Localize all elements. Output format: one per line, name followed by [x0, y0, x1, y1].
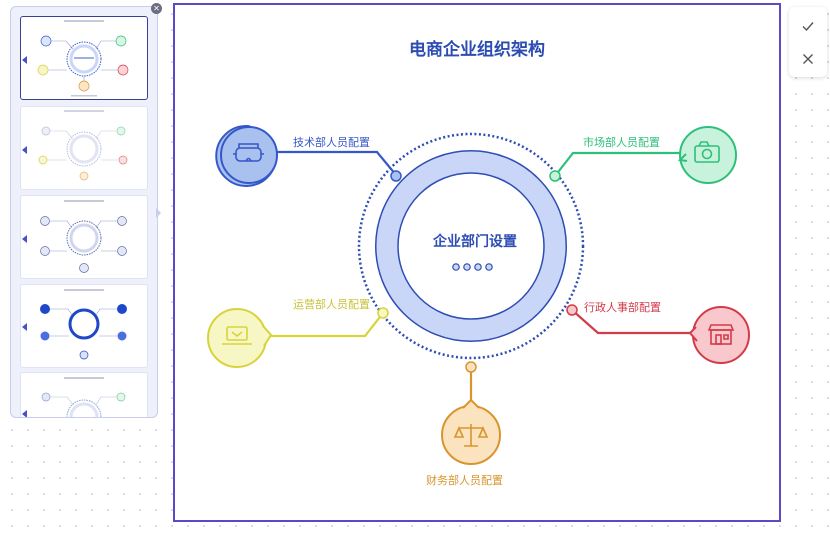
thumbnail-indicator-arrow — [22, 410, 27, 417]
admin-branch — [566, 304, 750, 364]
diagram-title: 电商企业组织架构 — [409, 40, 545, 60]
template-thumbnail[interactable] — [20, 16, 148, 100]
outer-dotted-ring — [357, 132, 585, 360]
diagram-canvas[interactable]: 电商企业组织架构 — [173, 3, 781, 522]
tech-branch — [215, 124, 402, 187]
side-toolbar — [789, 7, 827, 77]
template-thumbnail[interactable] — [20, 195, 148, 279]
org-diagram — [207, 124, 750, 465]
template-thumbnail-panel — [10, 6, 158, 418]
template-thumbnail[interactable] — [20, 372, 148, 417]
close-icon[interactable]: ✕ — [151, 3, 162, 14]
market-node-label: 市场部人员配置 — [583, 136, 660, 149]
confirm-button[interactable] — [789, 10, 827, 42]
thumbnail-indicator-arrow — [22, 56, 27, 64]
template-thumbnail[interactable] — [20, 106, 148, 190]
vr-goggles-icon — [233, 143, 264, 162]
ops-branch — [207, 307, 389, 368]
finance-node-label: 财务部人员配置 — [426, 474, 503, 487]
thumbnail-indicator-arrow — [22, 235, 27, 243]
cancel-button[interactable] — [789, 43, 827, 75]
ops-node-label: 运营部人员配置 — [293, 298, 370, 311]
template-thumbnail[interactable] — [20, 284, 148, 368]
camera-icon — [694, 141, 720, 163]
center-label: 企业部门设置 — [433, 234, 517, 250]
scales-icon — [453, 424, 489, 447]
center-ring-band — [376, 151, 566, 341]
check-icon — [802, 22, 814, 32]
laptop-icon — [222, 326, 252, 345]
shop-icon — [707, 324, 735, 345]
thumbnail-indicator-arrow — [22, 146, 27, 154]
panel-pointer — [156, 208, 161, 218]
tech-node-label: 技术部人员配置 — [293, 136, 370, 149]
market-branch — [549, 126, 737, 184]
admin-node-label: 行政人事部配置 — [584, 301, 661, 314]
close-icon — [803, 54, 813, 64]
more-dots-icon — [452, 263, 493, 271]
center-ring-inner-edge — [397, 172, 545, 320]
thumbnail-indicator-arrow — [22, 323, 27, 331]
finance-branch — [441, 361, 501, 465]
